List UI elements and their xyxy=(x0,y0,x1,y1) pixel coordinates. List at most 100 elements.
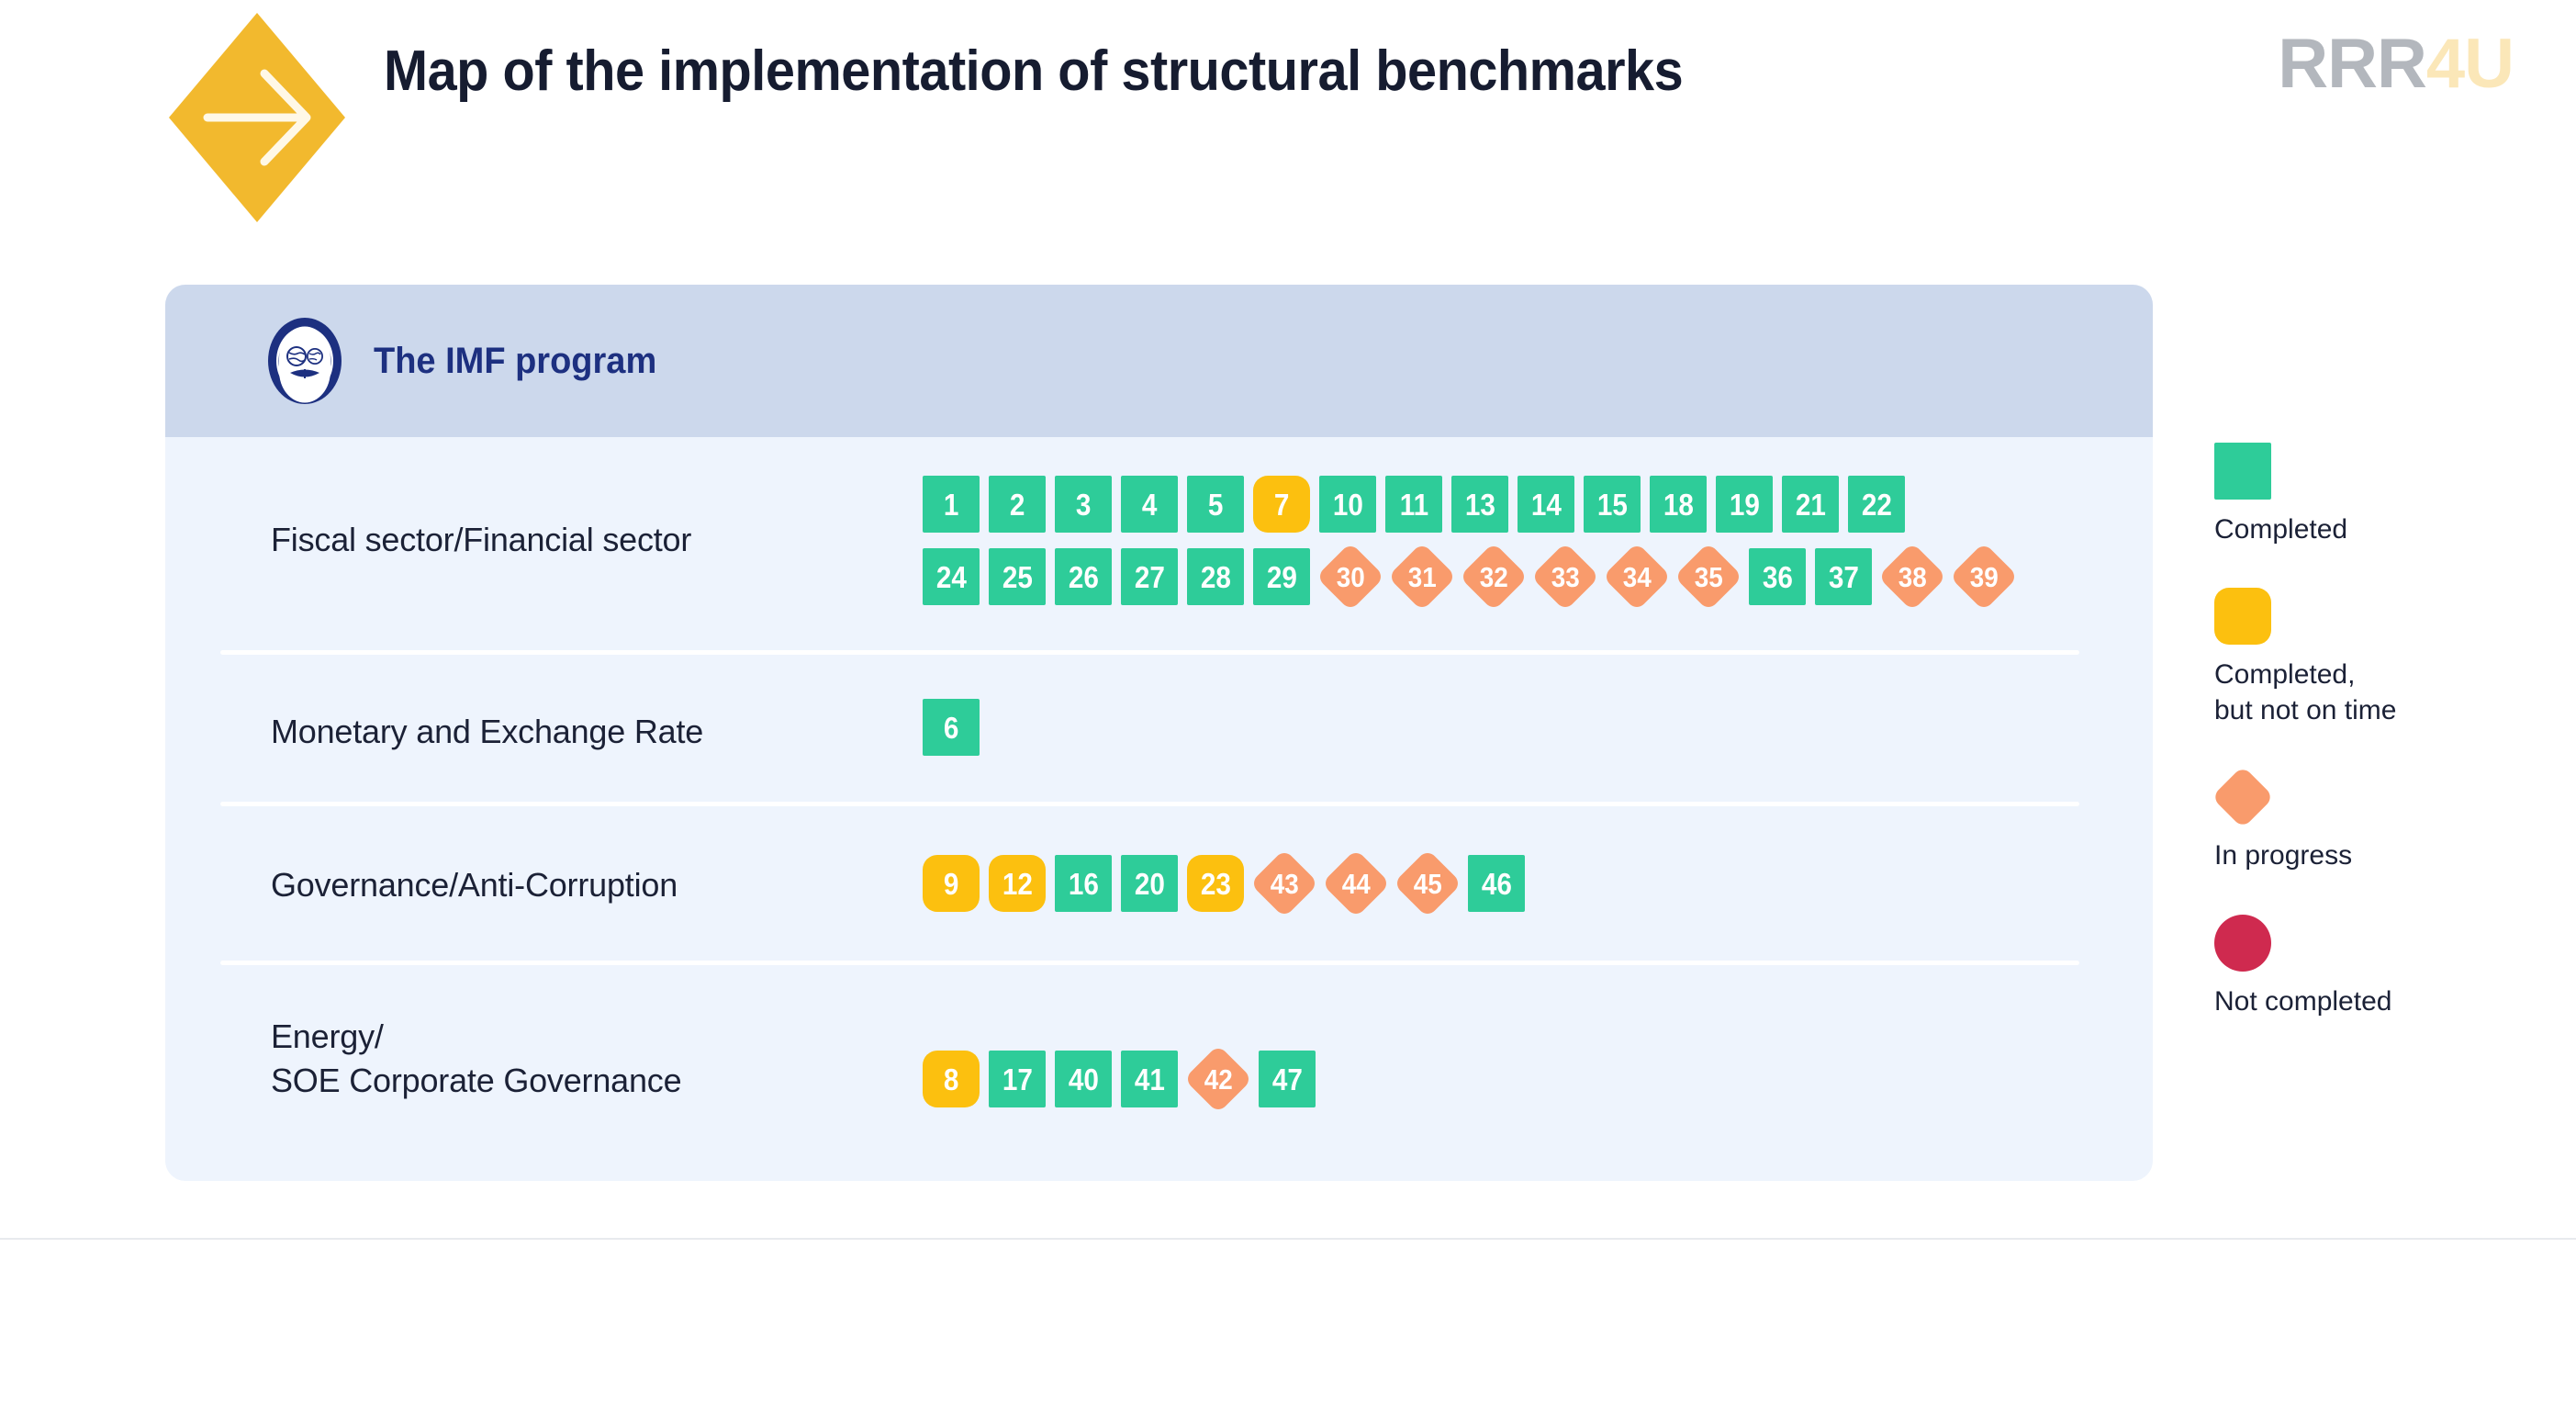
row-divider xyxy=(220,650,2079,655)
benchmark-badge[interactable]: 44 xyxy=(1321,849,1391,918)
badge-number: 7 xyxy=(1273,487,1290,522)
benchmark-badge[interactable]: 25 xyxy=(989,548,1046,605)
benchmark-badge[interactable]: 5 xyxy=(1187,476,1244,533)
badge-shape xyxy=(1055,1051,1112,1107)
panel-body: Fiscal sector/Financial sector 1 2 3 4 5… xyxy=(165,437,2153,1147)
benchmark-badge[interactable]: 11 xyxy=(1385,476,1442,533)
badge-number: 11 xyxy=(1399,487,1428,522)
badge-shape xyxy=(1584,476,1641,533)
badge-shape xyxy=(989,548,1046,605)
badge-line: 8 17 40 41 42 47 xyxy=(923,1044,2153,1114)
badge-number: 45 xyxy=(1413,867,1442,900)
badge-shape xyxy=(1650,476,1707,533)
legend-item-completed-late: Completed, but not on time xyxy=(2214,588,2517,728)
row-label: Fiscal sector/Financial sector xyxy=(271,521,692,558)
benchmark-badge[interactable]: 4 xyxy=(1121,476,1178,533)
benchmark-badge[interactable]: 40 xyxy=(1055,1051,1112,1107)
benchmark-badge[interactable]: 26 xyxy=(1055,548,1112,605)
partner-logos-footer: Institute of Analytics and Advocacy CENT… xyxy=(0,1240,2576,1405)
benchmark-badge[interactable]: 9 xyxy=(923,855,980,912)
row-badges: 8 17 40 41 42 47 xyxy=(923,1013,2153,1114)
legend-item-completed: Completed xyxy=(2214,443,2517,547)
benchmark-badge[interactable]: 17 xyxy=(989,1051,1046,1107)
program-title: The IMF program xyxy=(374,340,657,381)
badge-number: 5 xyxy=(1207,487,1224,522)
benchmark-badge[interactable]: 7 xyxy=(1253,476,1310,533)
benchmark-badge[interactable]: 12 xyxy=(989,855,1046,912)
badge-line: 9 12 16 20 23 43 44 45 46 xyxy=(923,849,2153,918)
badge-number: 39 xyxy=(1969,560,1999,593)
benchmark-badge[interactable]: 15 xyxy=(1584,476,1641,533)
badge-number: 2 xyxy=(1009,487,1025,522)
brand-primary-text: RRR xyxy=(2278,25,2427,103)
badge-shape xyxy=(1121,855,1178,912)
row-label: Monetary and Exchange Rate xyxy=(271,713,704,750)
badge-shape xyxy=(1749,548,1806,605)
benchmark-badge[interactable]: 14 xyxy=(1518,476,1574,533)
badge-shape xyxy=(1815,548,1872,605)
brand-accent-text: 4U xyxy=(2425,25,2514,103)
benchmark-badge[interactable]: 43 xyxy=(1249,849,1319,918)
badge-shape xyxy=(1055,476,1112,533)
benchmark-badge[interactable]: 35 xyxy=(1674,542,1743,612)
benchmark-badge[interactable]: 36 xyxy=(1749,548,1806,605)
benchmark-badge[interactable]: 38 xyxy=(1877,542,1947,612)
badge-shape xyxy=(1121,548,1178,605)
benchmark-badge[interactable]: 19 xyxy=(1716,476,1773,533)
badge-number: 26 xyxy=(1068,559,1099,594)
benchmark-badge[interactable]: 27 xyxy=(1121,548,1178,605)
legend-label: Not completed xyxy=(2214,985,2392,1017)
badge-number: 36 xyxy=(1762,559,1793,594)
badge-shape xyxy=(1782,476,1839,533)
benchmark-badge[interactable]: 32 xyxy=(1459,542,1529,612)
badge-shape xyxy=(1848,476,1905,533)
benchmark-badge[interactable]: 20 xyxy=(1121,855,1178,912)
badge-number: 25 xyxy=(1002,559,1033,594)
benchmark-badge[interactable]: 45 xyxy=(1393,849,1462,918)
badge-number: 37 xyxy=(1828,559,1859,594)
legend-swatch-completed-late xyxy=(2214,588,2271,646)
badge-number: 31 xyxy=(1407,560,1437,593)
benchmark-badge[interactable]: 21 xyxy=(1782,476,1839,533)
benchmark-badge[interactable]: 24 xyxy=(923,548,980,605)
row-label: Energy/ SOE Corporate Governance xyxy=(271,1017,682,1099)
benchmark-badge[interactable]: 30 xyxy=(1316,542,1385,612)
benchmark-badge[interactable]: 1 xyxy=(923,476,980,533)
benchmark-badge[interactable]: 3 xyxy=(1055,476,1112,533)
benchmark-badge[interactable]: 10 xyxy=(1319,476,1376,533)
row-divider xyxy=(220,802,2079,806)
benchmark-badge[interactable]: 37 xyxy=(1815,548,1872,605)
status-legend: Completed Completed, but not on time In … xyxy=(2211,443,2517,1060)
badge-shape xyxy=(1259,1051,1316,1107)
benchmark-badge[interactable]: 13 xyxy=(1451,476,1508,533)
benchmark-badge[interactable]: 6 xyxy=(923,699,980,756)
benchmark-badge[interactable]: 47 xyxy=(1259,1051,1316,1107)
benchmark-badge[interactable]: 2 xyxy=(989,476,1046,533)
benchmark-badge[interactable]: 46 xyxy=(1468,855,1525,912)
benchmark-badge[interactable]: 18 xyxy=(1650,476,1707,533)
badge-line: 24 25 26 27 28 29 30 31 32 33 34 35 36 3… xyxy=(923,542,2153,612)
badge-number: 32 xyxy=(1479,560,1508,593)
benchmark-badge[interactable]: 31 xyxy=(1387,542,1457,612)
benchmark-badge[interactable]: 34 xyxy=(1602,542,1672,612)
badge-number: 23 xyxy=(1200,866,1231,901)
benchmark-badge[interactable]: 22 xyxy=(1848,476,1905,533)
badge-number: 14 xyxy=(1530,487,1562,522)
benchmark-badge[interactable]: 39 xyxy=(1949,542,2019,612)
legend-label: Completed xyxy=(2214,514,2348,545)
benchmark-badge[interactable]: 8 xyxy=(923,1051,980,1107)
benchmark-badge[interactable]: 42 xyxy=(1183,1044,1253,1114)
benchmark-badge[interactable]: 29 xyxy=(1253,548,1310,605)
badge-number: 16 xyxy=(1068,866,1099,901)
benchmark-badge[interactable]: 28 xyxy=(1187,548,1244,605)
benchmark-badge[interactable]: 41 xyxy=(1121,1051,1178,1107)
row-badges: 9 12 16 20 23 43 44 45 46 xyxy=(923,849,2153,918)
badge-shape xyxy=(989,855,1046,912)
badge-shape xyxy=(1187,548,1244,605)
arrow-right-diamond-icon xyxy=(165,7,349,228)
badge-shape xyxy=(1055,548,1112,605)
page-header: Map of the implementation of structural … xyxy=(0,0,2576,230)
benchmark-badge[interactable]: 33 xyxy=(1530,542,1600,612)
benchmark-badge[interactable]: 16 xyxy=(1055,855,1112,912)
benchmark-badge[interactable]: 23 xyxy=(1187,855,1244,912)
